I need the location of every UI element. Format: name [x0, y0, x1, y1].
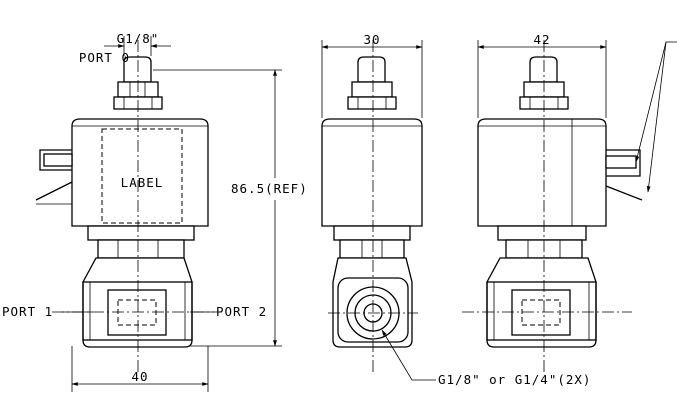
front-view [35, 40, 222, 372]
width-front-label: 40 [131, 369, 148, 384]
port1-label: PORT 1 [2, 304, 53, 319]
rear-view [462, 40, 643, 372]
label-box [101, 128, 183, 224]
label-box-text: LABEL [121, 175, 164, 190]
port2-label: PORT 2 [216, 304, 267, 319]
port0-thread-label: G1/8" [117, 31, 160, 46]
height-dimension-label: 86.5(REF) [231, 181, 308, 196]
port0-name-label: PORT 0 [79, 50, 130, 65]
width-rear-label: 42 [533, 32, 550, 47]
width-side-label: 30 [363, 32, 380, 47]
side-view [321, 40, 423, 372]
dimensions [62, 36, 677, 392]
port-thread-note: G1/8" or G1/4"(2X) [438, 372, 591, 387]
